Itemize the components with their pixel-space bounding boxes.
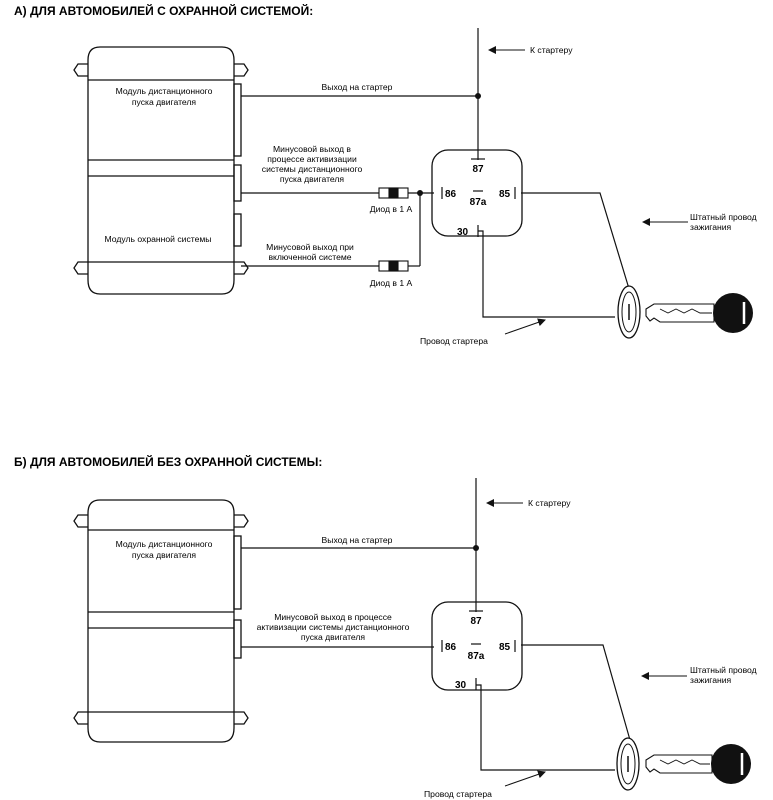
minus-out-remote-b-3: пуска двигателя xyxy=(301,632,366,642)
relay-a-pin-85: 85 xyxy=(499,189,511,200)
diode-a2 xyxy=(378,260,409,272)
key-icon-b xyxy=(645,744,751,784)
starter-wire-a-label: Провод стартера xyxy=(420,336,488,346)
ignition-wire-a-1: Штатный провод xyxy=(690,212,757,222)
minus-out-remote-b-1: Минусовой выход в процессе xyxy=(274,612,392,622)
module-remote-b-label-2: пуска двигателя xyxy=(132,550,197,560)
ignition-wire-b-1: Штатный провод xyxy=(690,665,757,675)
ignition-wire-a-2: зажигания xyxy=(690,222,732,232)
output-starter-b-label: Выход на стартер xyxy=(322,535,393,545)
module-remote-label-2: пуска двигателя xyxy=(132,97,197,107)
relay-b-pin-85: 85 xyxy=(499,642,511,653)
relay-a-pin-87: 87 xyxy=(472,164,484,175)
relay-b-pin-30: 30 xyxy=(455,680,467,691)
starter-wire-b-label: Провод стартера xyxy=(424,789,492,799)
ignition-switch-b xyxy=(616,737,640,791)
minus-out-remote-a-2: процессе активизации xyxy=(267,154,357,164)
diagram-a-heading: А) ДЛЯ АВТОМОБИЛЕЙ С ОХРАННОЙ СИСТЕМОЙ: xyxy=(14,3,313,18)
relay-b-pin-87a: 87a xyxy=(468,651,485,662)
relay-b-pin-86: 86 xyxy=(445,642,457,653)
diode-a2-label: Диод в 1 А xyxy=(370,278,413,288)
relay-b: 87 86 87a 85 30 xyxy=(431,601,523,691)
junction-dot-a1 xyxy=(475,93,481,99)
relay-a: 87 86 87a 85 30 xyxy=(431,149,523,238)
minus-out-alarm-a-1: Минусовой выход при xyxy=(266,242,354,252)
minus-out-remote-a-1: Минусовой выход в xyxy=(273,144,351,154)
diode-a1-label: Диод в 1 А xyxy=(370,204,413,214)
minus-out-remote-a-4: пуска двигателя xyxy=(280,174,345,184)
module-remote-b-label-1: Модуль дистанционного xyxy=(116,539,213,549)
relay-a-pin-86: 86 xyxy=(445,189,457,200)
ignition-switch-a xyxy=(617,285,641,339)
relay-a-pin-30: 30 xyxy=(457,227,469,238)
wires-b xyxy=(241,478,631,771)
module-alarm-label: Модуль охранной системы xyxy=(105,234,212,244)
ignition-wire-b-2: зажигания xyxy=(690,675,732,685)
module-block-a xyxy=(73,46,249,295)
module-remote-label-1: Модуль дистанционного xyxy=(116,86,213,96)
minus-out-alarm-a-2: включенной системе xyxy=(268,252,351,262)
junction-dot-b1 xyxy=(473,545,479,551)
relay-b-pin-87: 87 xyxy=(470,616,482,627)
junction-dot-a2 xyxy=(417,190,423,196)
diagram-b-heading: Б) ДЛЯ АВТОМОБИЛЕЙ БЕЗ ОХРАННОЙ СИСТЕМЫ: xyxy=(14,454,322,469)
module-block-b xyxy=(73,499,249,743)
diagram-b: Б) ДЛЯ АВТОМОБИЛЕЙ БЕЗ ОХРАННОЙ СИСТЕМЫ:… xyxy=(14,454,757,799)
minus-out-remote-a-3: системы дистанционного xyxy=(262,164,363,174)
output-starter-a-label: Выход на стартер xyxy=(322,82,393,92)
to-starter-a-label: К стартеру xyxy=(530,45,573,55)
minus-out-remote-b-2: активизации системы дистанционного xyxy=(257,622,410,632)
relay-a-pin-87a: 87a xyxy=(470,197,487,208)
diode-a1 xyxy=(378,187,409,199)
diagram-a: А) ДЛЯ АВТОМОБИЛЕЙ С ОХРАННОЙ СИСТЕМОЙ: … xyxy=(14,3,757,346)
to-starter-b-label: К стартеру xyxy=(528,498,571,508)
key-icon-a xyxy=(645,293,753,333)
